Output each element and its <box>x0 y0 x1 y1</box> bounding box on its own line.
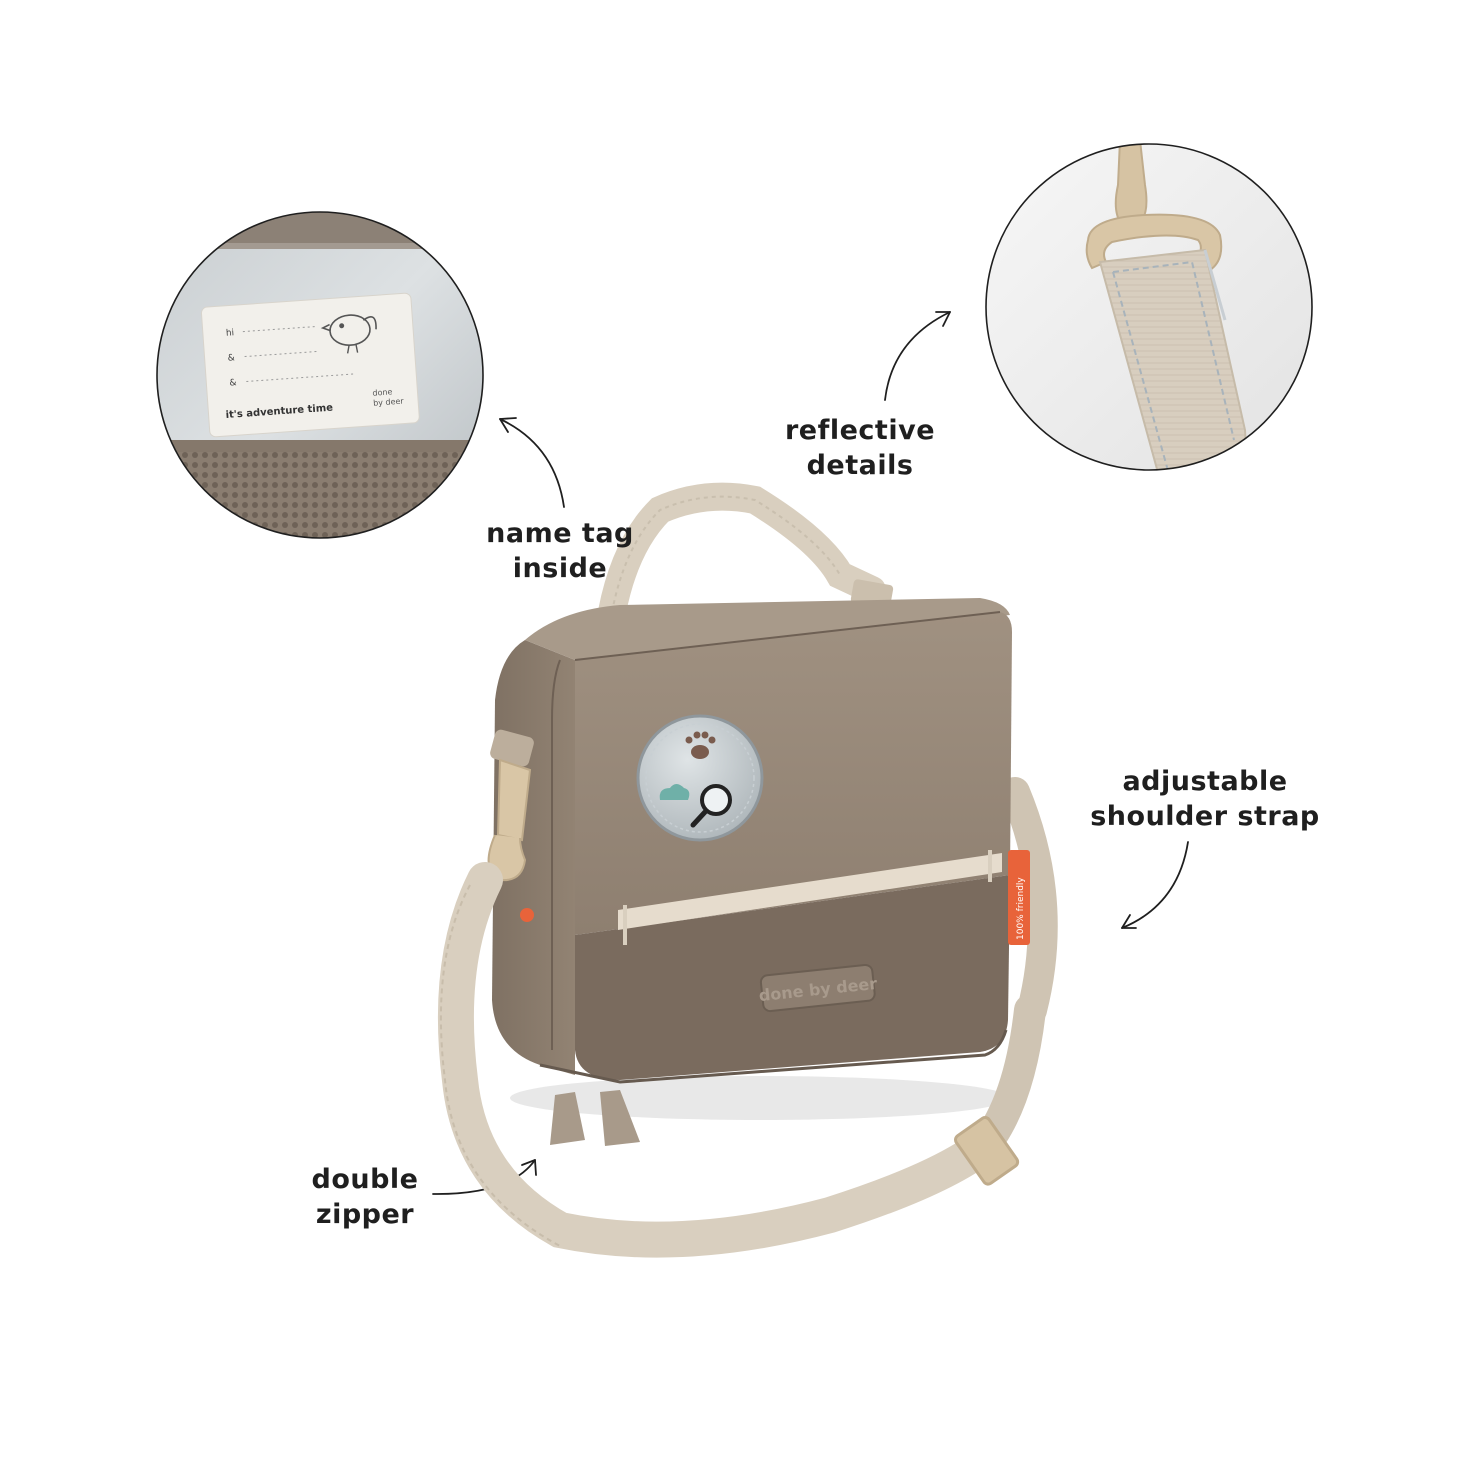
side-tag-text: 100% friendly <box>1016 877 1026 940</box>
name-tag-brand-line2: by deer <box>373 397 405 408</box>
callout-name-tag-line2: inside <box>512 553 608 584</box>
callout-reflective-line1: reflective <box>784 415 936 446</box>
name-tag-brand-line1: done <box>372 387 393 397</box>
bird-icon <box>320 314 377 354</box>
magnifier-patch <box>636 714 764 842</box>
callout-strap-line1: adjustable <box>1122 766 1288 797</box>
callout-zipper-line2: zipper <box>315 1199 415 1230</box>
callout-strap-line2: shoulder strap <box>1090 801 1320 832</box>
name-tag-field-and-1: & <box>227 353 235 363</box>
name-tag-field-and-2: & <box>229 378 237 388</box>
callout-zipper: double zipper <box>290 1162 440 1232</box>
callout-reflective-line2: details <box>806 450 914 481</box>
callout-strap: adjustable shoulder strap <box>1080 764 1330 834</box>
callout-name-tag-line1: name tag <box>486 518 634 549</box>
name-tag-field-hi: hi <box>226 328 235 339</box>
callout-reflective: reflective details <box>765 413 955 483</box>
paw-icon <box>685 731 716 759</box>
callout-name-tag: name tag inside <box>470 516 650 586</box>
callout-zipper-line1: double <box>311 1164 419 1195</box>
reflective-detail-circle <box>985 143 1313 471</box>
brand-badge <box>759 963 876 1013</box>
leaf-icon <box>659 784 690 800</box>
arrow-strap <box>1121 841 1189 929</box>
name-tag-detail-circle <box>156 211 484 539</box>
arrow-reflective <box>884 311 951 401</box>
magnifier-icon <box>690 784 732 828</box>
lunch-bag <box>437 482 1058 1258</box>
arrow-name-tag <box>499 418 565 508</box>
